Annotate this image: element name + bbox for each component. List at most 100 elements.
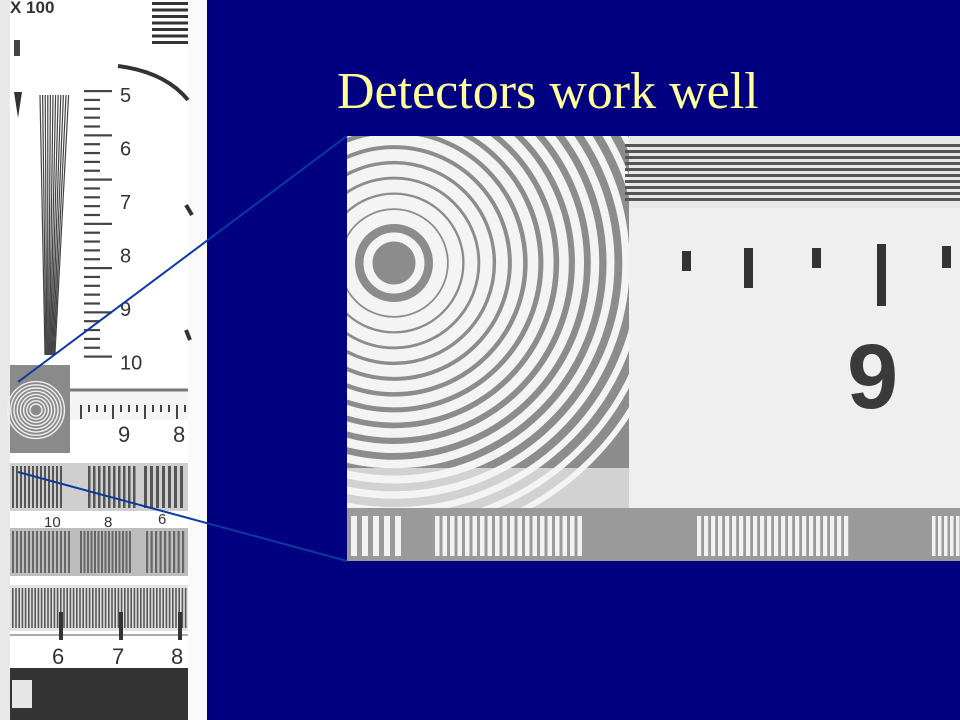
lower-scale-tick	[168, 405, 170, 412]
top-bar	[152, 41, 188, 44]
lower-scale-ticks	[80, 405, 186, 419]
bar-row-3-line	[66, 588, 68, 628]
mini-ring	[13, 387, 59, 433]
bar-row-2-line	[159, 531, 162, 573]
right-diagonal-marks	[184, 203, 194, 217]
scale-tick	[84, 160, 100, 163]
vertical-bar	[753, 516, 758, 556]
bar-row-2-line	[48, 531, 50, 573]
lower-scale-number-8: 8	[173, 422, 185, 447]
bar-group-number-8: 8	[104, 514, 112, 531]
strip-left-mark	[14, 92, 22, 118]
bar-row-2-line	[94, 531, 96, 573]
scale-tick	[84, 98, 100, 102]
vertical-bar	[732, 516, 737, 556]
ring	[347, 149, 508, 377]
top-bar	[152, 28, 188, 31]
bar-row-3-line	[143, 588, 145, 628]
bar-row-3-line	[24, 588, 27, 628]
bar-row-2-line	[173, 531, 176, 573]
lower-scale-tick	[88, 405, 90, 412]
vertical-bar	[532, 516, 537, 556]
bar-row-2-line	[83, 531, 86, 573]
vertical-bar	[517, 516, 522, 556]
scale-number: 8	[120, 246, 131, 268]
vertical-bar	[711, 516, 716, 556]
bar-row-3-line	[152, 588, 155, 628]
bar-row-1-line	[16, 466, 18, 508]
scale-tick	[84, 107, 100, 110]
vertical-bar-area	[347, 508, 960, 561]
bar-row-3-line	[82, 588, 84, 628]
scale-tick	[84, 231, 100, 234]
bar-row-1-line	[32, 466, 34, 508]
bar-row-3-line	[37, 588, 40, 628]
bar-row-3-line	[111, 588, 113, 628]
bar-row-3-line	[178, 588, 180, 628]
bar-row-2-line	[118, 531, 121, 573]
bar-row-1-line	[128, 466, 131, 508]
ring	[347, 136, 630, 499]
bar-row-2-line	[24, 531, 26, 573]
scale-number: 9	[120, 299, 131, 321]
bar-row-3-line	[53, 588, 56, 628]
bottom-dark-block	[10, 668, 188, 720]
magnified-scale-ticks	[682, 244, 951, 306]
bottom-scale-tick-8	[178, 612, 182, 640]
right-diagonal-marks-2	[184, 329, 192, 341]
scale-tick	[84, 346, 100, 349]
scale-tick	[84, 302, 100, 305]
bar-row-1-line	[56, 466, 58, 508]
ring	[347, 136, 554, 423]
horizontal-bar-target	[625, 144, 960, 201]
bar-row-3-line	[101, 588, 104, 628]
bar-row-3-line	[156, 588, 158, 628]
vertical-bar	[956, 516, 960, 556]
bar-row-1-line	[113, 466, 116, 508]
bottom-scale-tick-7	[119, 612, 123, 640]
ring	[347, 136, 569, 438]
scale-tick	[84, 275, 100, 279]
scale-tick	[84, 240, 100, 243]
bar-row-3-line	[18, 588, 20, 628]
callout-line-top	[17, 135, 348, 383]
scale-tick	[84, 196, 100, 199]
bar-row-1-line	[180, 466, 183, 508]
scale-tick	[84, 311, 112, 314]
horizontal-bar	[625, 186, 960, 189]
bar-row-3-line	[76, 588, 78, 628]
scale-tick	[84, 90, 112, 93]
scale-tick	[84, 222, 112, 225]
bar-row-3-line	[44, 588, 46, 628]
vertical-bar	[351, 516, 357, 556]
bar-row-1-line	[24, 466, 26, 508]
bar-group-row-2	[12, 531, 185, 573]
bar-row-2-line	[129, 531, 131, 573]
bar-row-3-line	[60, 588, 62, 628]
lower-scale-tick	[160, 405, 162, 412]
scale-tick	[84, 116, 100, 119]
scale-tick	[84, 205, 100, 208]
bar-row-3-line	[95, 588, 97, 628]
vertical-bar	[510, 516, 515, 556]
vertical-bar	[495, 516, 500, 556]
bar-row-1-line	[48, 466, 50, 508]
vertical-bar	[746, 516, 751, 556]
bottom-scale-number-8: 8	[171, 644, 183, 669]
top-bar-target	[152, 2, 188, 44]
mini-ring	[10, 384, 62, 436]
ring	[347, 210, 447, 316]
vertical-bar	[465, 516, 470, 556]
bar-row-1-line	[12, 466, 14, 508]
vertical-bar	[760, 516, 765, 556]
vertical-bar	[774, 516, 779, 556]
vertical-bar	[844, 516, 849, 556]
bar-row-3-line	[140, 588, 142, 628]
wedge-line	[51, 94, 62, 356]
lower-scale-tick	[80, 405, 82, 419]
bar-row-3-line	[104, 588, 107, 628]
lower-scale-tick	[120, 405, 122, 412]
wedge-line	[49, 94, 57, 356]
bar-row-3-line	[72, 588, 75, 628]
ring	[347, 136, 600, 469]
